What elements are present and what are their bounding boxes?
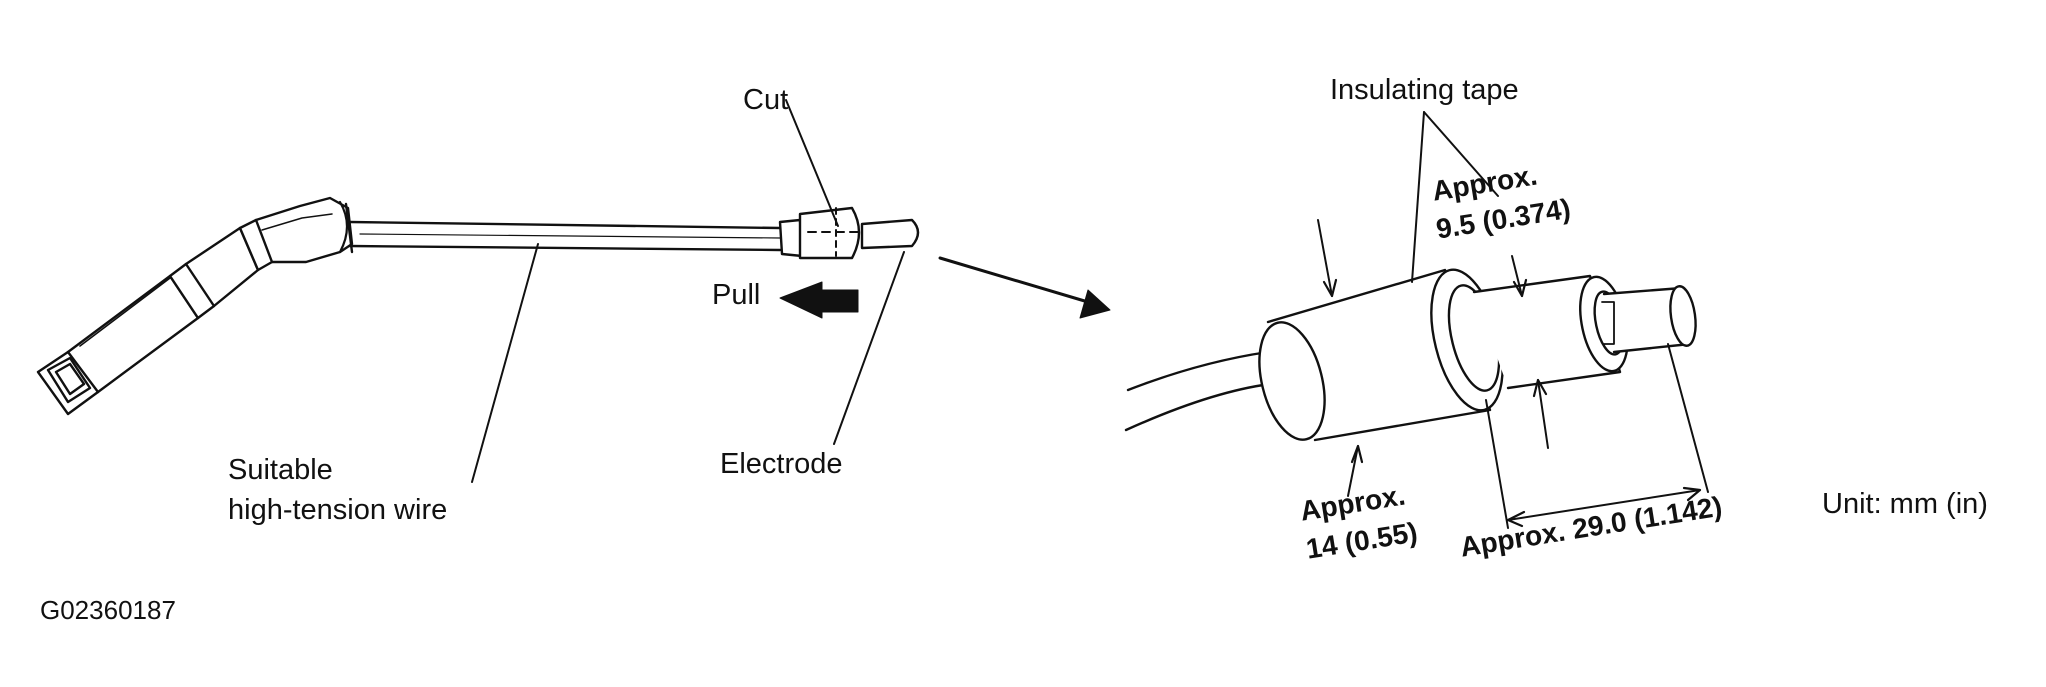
insulating-tape-cylinder bbox=[1258, 268, 1504, 442]
label-unit: Unit: mm (in) bbox=[1822, 488, 1988, 520]
wire-terminal bbox=[778, 206, 920, 260]
label-electrode: Electrode bbox=[720, 448, 843, 480]
zoom-arrow-icon bbox=[938, 256, 1090, 304]
wire-enlarged bbox=[1124, 350, 1272, 432]
label-cut: Cut bbox=[743, 84, 789, 116]
dimension-marks bbox=[1317, 111, 1709, 529]
leader-wire bbox=[471, 243, 539, 483]
label-pull: Pull bbox=[712, 279, 761, 311]
leader-cut bbox=[785, 99, 839, 227]
plug-boot bbox=[36, 196, 354, 416]
label-wire-line2: high-tension wire bbox=[228, 494, 448, 526]
label-wire-line1: Suitable bbox=[228, 454, 333, 486]
high-tension-wire bbox=[348, 220, 782, 252]
leader-electrode bbox=[833, 251, 905, 445]
terminal-enlarged bbox=[1472, 274, 1697, 390]
pull-arrow-icon bbox=[779, 281, 859, 319]
label-insulating-tape: Insulating tape bbox=[1330, 74, 1519, 106]
label-figure-code: G02360187 bbox=[40, 595, 176, 625]
